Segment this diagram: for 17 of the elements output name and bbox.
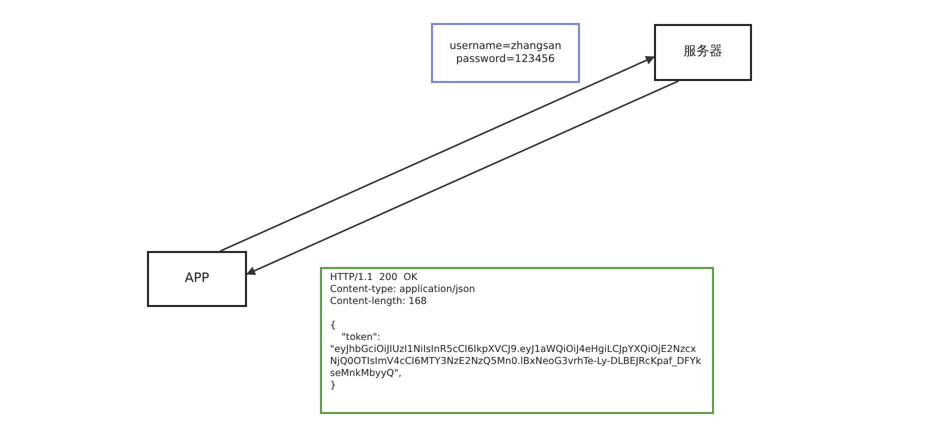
code-line: Content-type: application/json: [330, 284, 476, 296]
node-label: 服务器: [684, 44, 722, 61]
response-box: [320, 267, 714, 414]
node-label: username=zhangsan: [450, 40, 562, 53]
arrow: [246, 80, 679, 275]
code-line: "token":: [340, 332, 380, 344]
node-label: password=123456: [456, 53, 555, 66]
code-line: Content-length: 168: [330, 296, 427, 308]
process-box: [654, 24, 752, 81]
code-line: "eyJhbGciOiJIUzI1NiIsInR5cCI6IkpXVCJ9.eyJ1aWQiOiJ4eHgiLCJpYXQiOjE2NzcxNjQ0OTIsImV4cCI6MTY3NzE2NzQ5Mn0.lBxNeoG3vrhTe-Ly-DLBEJRcKpaf_DFYkseMnkMbyyQ",: [330, 344, 702, 380]
node-label: APP: [184, 270, 210, 288]
code-line: {: [330, 320, 336, 332]
arrow: [220, 56, 655, 252]
note-box: [431, 23, 580, 83]
code-line: HTTP/1.1 200 OK: [330, 272, 418, 284]
process-box: [147, 251, 247, 307]
code-line: }: [330, 380, 336, 392]
